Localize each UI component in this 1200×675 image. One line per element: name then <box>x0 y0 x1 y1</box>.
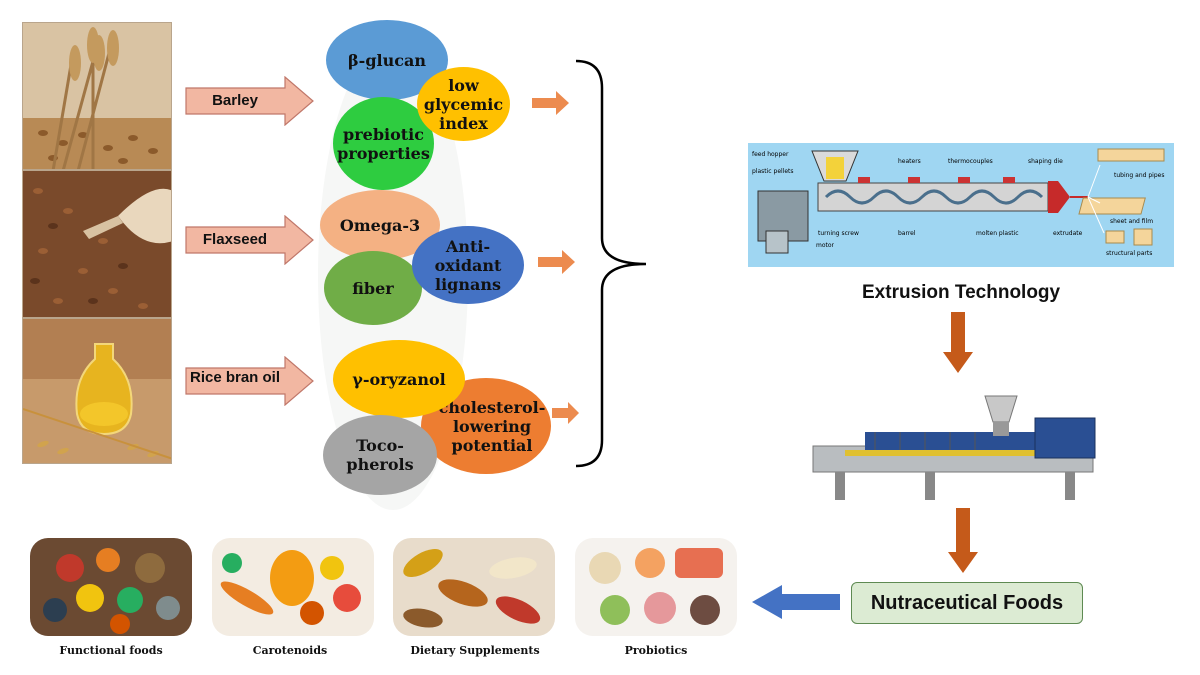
ricebran-output-arrow <box>552 402 579 424</box>
oryzanol-circle: γ-oryzanol <box>333 340 465 418</box>
shaping-die-text: shaping die <box>1028 158 1063 165</box>
structural-text: structural parts <box>1106 250 1152 257</box>
rice-bran-oil-arrow-shape <box>185 356 314 406</box>
molten-plastic-text: molten plastic <box>976 230 1019 237</box>
barrel-text: barrel <box>898 230 916 237</box>
tocopherols-circle: Toco- pherols <box>323 415 437 495</box>
prebiotic-circle: prebiotic properties <box>333 97 434 190</box>
flaxseed-arrow: Flaxseed <box>185 215 315 265</box>
rice-bran-oil-photo <box>22 318 172 464</box>
cholesterol-line-3: potential <box>451 435 533 455</box>
turning-screw-text: turning screw <box>818 230 859 237</box>
probiotics-caption: Probiotics <box>624 644 688 657</box>
feed-hopper-text: feed hopper <box>752 151 789 158</box>
cholesterol-line-1: cholesterol- <box>438 397 546 417</box>
glycemic-circle: low glycemic index <box>417 67 510 141</box>
rice-bran-oil-arrow: Rice bran oil <box>185 356 315 406</box>
extrudate-text: extrudate <box>1053 230 1083 237</box>
probiotics-image <box>575 538 737 636</box>
beta-glucan-text: β-glucan <box>348 50 426 70</box>
extruder-machine <box>805 388 1110 503</box>
omega3-text: Omega-3 <box>339 215 421 235</box>
carotenoids-thumbnail <box>212 538 374 636</box>
glycemic-text: low glycemic index <box>424 76 503 133</box>
functional-foods-image <box>30 538 192 636</box>
antioxidant-circle: Anti- oxidant lignans <box>412 226 524 304</box>
tocopherols-line-1: Toco- <box>356 436 404 455</box>
barley-arrow-shape <box>185 76 314 126</box>
extrusion-schematic: feed hopper plastic pellets heaters ther… <box>748 143 1174 267</box>
barley-image <box>23 23 171 169</box>
thermocouples-text: thermocouples <box>948 158 993 165</box>
tocopherols-line-2: pherols <box>346 455 414 474</box>
antioxidant-line-3: lignans <box>435 274 501 294</box>
dietary-supplements-image <box>393 538 555 636</box>
glycemic-line-2: glycemic <box>423 94 504 114</box>
antioxidant-line-2: oxidant <box>434 255 502 275</box>
glycemic-line-1: low <box>448 75 479 95</box>
dietary-supplements-caption: Dietary Supplements <box>410 644 540 657</box>
fiber-circle: fiber <box>324 251 422 325</box>
flaxseed-label: Flaxseed <box>202 231 268 248</box>
glycemic-line-3: index <box>439 113 488 133</box>
probiotics-thumbnail <box>575 538 737 636</box>
down-arrow-2 <box>948 508 978 573</box>
fiber-text: fiber <box>352 278 394 298</box>
antioxidant-text: Anti- oxidant lignans <box>435 237 502 294</box>
antioxidant-line-1: Anti- <box>445 236 491 256</box>
sheet-text: sheet and film <box>1110 218 1153 225</box>
prebiotic-line-1: prebiotic <box>343 124 424 144</box>
extruder-machine-image <box>812 395 1096 500</box>
flaxseed-output-arrow <box>538 250 575 274</box>
tubing-text: tubing and pipes <box>1114 172 1164 179</box>
flaxseed-image <box>23 171 171 317</box>
dietary-supplements-thumbnail <box>393 538 555 636</box>
barley-arrow: Barley <box>185 76 315 126</box>
curly-brace <box>575 59 647 468</box>
functional-foods-thumbnail <box>30 538 192 636</box>
flaxseed-arrow-shape <box>185 215 314 265</box>
oryzanol-text: γ-oryzanol <box>352 369 446 389</box>
plastic-pellets-text: plastic pellets <box>752 168 794 175</box>
functional-foods-caption: Functional foods <box>59 644 163 657</box>
down-arrow-1 <box>943 312 973 373</box>
prebiotic-line-2: properties <box>337 143 430 163</box>
rice-bran-oil-image <box>23 319 171 463</box>
flaxseed-photo <box>22 170 172 318</box>
rice-bran-oil-label: Rice bran oil <box>189 369 281 386</box>
motor-text: motor <box>816 242 835 249</box>
carotenoids-image <box>212 538 374 636</box>
carotenoids-caption: Carotenoids <box>252 644 328 657</box>
tocopherols-text: Toco- pherols <box>346 436 413 474</box>
extrusion-title: Extrusion Technology <box>862 282 1061 303</box>
heaters-text: heaters <box>898 158 921 165</box>
cholesterol-text: cholesterol- lowering potential <box>427 398 546 455</box>
barley-label: Barley <box>212 92 258 109</box>
nutraceutical-foods-box: Nutraceutical Foods <box>851 582 1083 624</box>
barley-output-arrow <box>532 91 569 115</box>
prebiotic-text: prebiotic properties <box>337 125 430 163</box>
extrusion-diagram: feed hopper plastic pellets heaters ther… <box>752 148 1165 257</box>
barley-photo <box>22 22 172 170</box>
left-arrow <box>752 585 840 619</box>
cholesterol-line-2: lowering <box>452 416 531 436</box>
